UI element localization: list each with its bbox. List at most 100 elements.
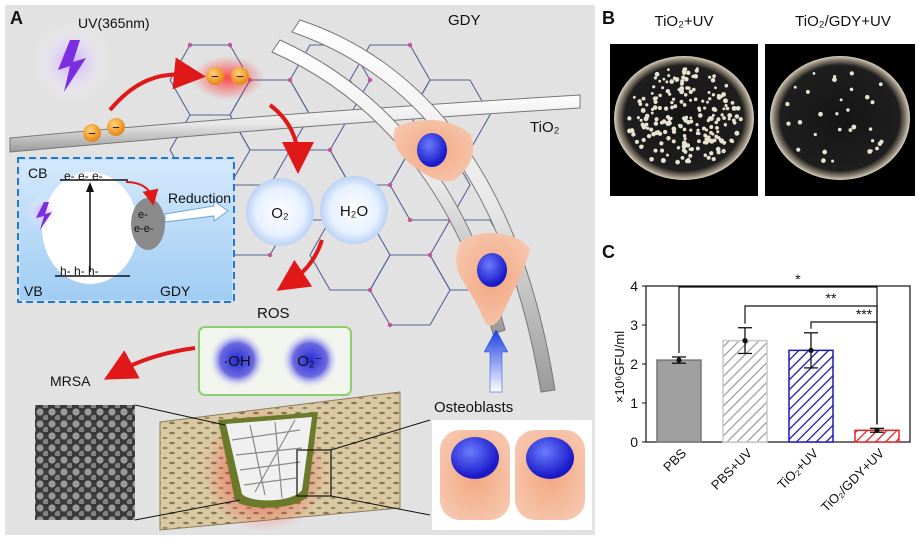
o2-bubble [246,178,314,246]
mrsa-label: MRSA [50,373,91,389]
gdy-electrons-2: e-e- [134,223,154,235]
bacterial-colony [731,105,737,111]
data-point [808,347,814,353]
bar [656,359,702,443]
plate-left-title: TiO₂+UV [654,13,713,30]
bacterial-colony [708,116,714,121]
bacterial-colony [812,72,816,75]
colonies-left [627,67,743,165]
bacterial-colony [696,128,700,132]
bacterial-colony [875,146,879,151]
nucleus [417,133,447,167]
bacterial-colony [716,94,721,98]
bacterial-colony [689,128,693,132]
bacterial-colony [686,120,691,125]
bacterial-colony [735,106,739,111]
bacterial-colony [641,96,646,101]
gdy-fiber-2 [271,39,506,335]
gdy-electrons-1: e- [138,209,148,221]
arrow-down-icon [268,103,314,174]
bacterial-colony [659,120,664,125]
bacterial-colony [868,127,873,131]
y-tick-label: 4 [630,278,638,294]
bacterial-colony [709,151,714,156]
bacterial-colony [727,117,731,121]
bacterial-colony [711,132,715,136]
bacterial-colony [640,122,645,127]
significance-label: *** [856,306,873,322]
bacterial-colony [671,129,677,135]
bacterial-colony [870,139,875,143]
panel-a-letter: A [10,8,23,28]
bacterial-colony [738,117,743,122]
electron-icon [231,67,249,85]
bacterial-colony [805,89,810,94]
bacterial-colony [674,77,680,82]
bacterial-colony [707,91,711,95]
bacterial-colony [634,139,639,144]
bacterial-colony [658,79,662,83]
bacterial-colony [681,148,686,153]
bacterial-colony [786,121,791,126]
bacterial-colony [663,129,668,135]
bacterial-colony [688,147,692,151]
bacterial-colony [652,105,658,110]
gdy-label: GDY [448,12,481,29]
bacterial-colony [679,86,685,91]
electrons-cb: e- e- e- [64,169,103,183]
bacterial-colony [833,75,837,79]
bacterial-colony [689,116,693,120]
bacterial-colony [712,138,717,143]
bacterial-colony [685,86,689,90]
bacterial-colony [851,124,857,130]
bacterial-colony [716,117,721,122]
panel-a: A UV(365nm) [5,5,595,535]
bacterial-colony [660,158,666,163]
bacterial-colony [666,136,671,141]
reduction-arrow-icon [164,200,229,223]
bacterial-colony [670,105,674,110]
arrow-head [86,182,94,192]
bacterial-colony [703,106,707,110]
bacterial-colony [813,132,817,137]
bacterial-colony [654,71,660,77]
gdy-box-label: GDY [160,283,191,299]
bacterial-colony [666,120,672,126]
data-point [874,427,880,433]
bacterial-colony [818,111,823,117]
bacterial-colony [688,89,693,94]
zoom-line [330,495,431,516]
bacterial-colony [680,79,685,84]
bacterial-colony [669,79,674,84]
bacterial-colony [697,139,701,144]
electron-icon [206,67,224,85]
bacterial-colony [697,113,703,118]
bacterial-colony [705,135,710,140]
bacterial-colony [715,125,719,130]
bacterial-colony [708,97,712,101]
panel-b-letter: B [602,8,615,28]
bacterial-colony [701,99,705,103]
bacterial-colony [706,100,709,104]
bacterial-colony [695,146,700,151]
bacterial-colony [670,100,674,105]
bacterial-colony [686,70,691,75]
bacterial-colony [697,108,702,112]
significance-bracket [810,321,878,425]
bacterial-colony [627,128,632,134]
red-glow [192,56,264,100]
significance-label: * [795,271,801,287]
significance-bracket [678,286,878,425]
bacterial-colony [720,113,724,117]
bacterial-colony [654,117,659,122]
bacterial-colony [681,143,687,149]
bacterial-colony [706,155,711,160]
arrow-ros-icon [276,239,324,291]
bacterial-colony [665,80,669,84]
bacterial-colony [721,148,726,154]
bacterial-colony [641,137,646,143]
bacterial-colony [667,117,671,121]
bacterial-colony [702,140,707,145]
bacterial-colony [651,131,656,137]
